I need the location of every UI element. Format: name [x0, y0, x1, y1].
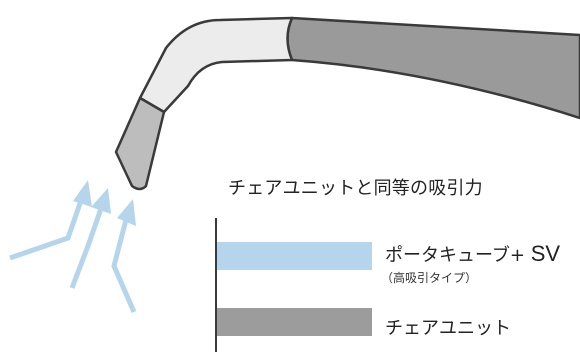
airflow-arrow-icon [9, 191, 87, 261]
airflow-arrow-icon [111, 211, 137, 313]
axis-line [215, 218, 217, 352]
bar-label-product: ポータキューブ+ SV （高吸引タイプ） [381, 241, 561, 286]
nozzle-tip-icon [114, 96, 166, 191]
bar-product [217, 242, 372, 270]
bar-chair-unit [217, 308, 372, 336]
nozzle-tube-icon [138, 16, 294, 114]
chart-title: チェアユニットと同等の吸引力 [228, 178, 483, 199]
hose-icon [286, 16, 580, 120]
bar-label-chair-unit: チェアユニット [385, 314, 511, 340]
chair-unit-label: チェアユニット [385, 318, 511, 339]
airflow-arrows-icon [9, 191, 137, 313]
product-sublabel: （高吸引タイプ） [381, 271, 478, 285]
airflow-arrow-icon [69, 199, 107, 289]
airflow-arrowheads-icon [73, 180, 136, 226]
product-suffix: SV [530, 241, 561, 266]
product-name: ポータキューブ+ [385, 245, 531, 266]
